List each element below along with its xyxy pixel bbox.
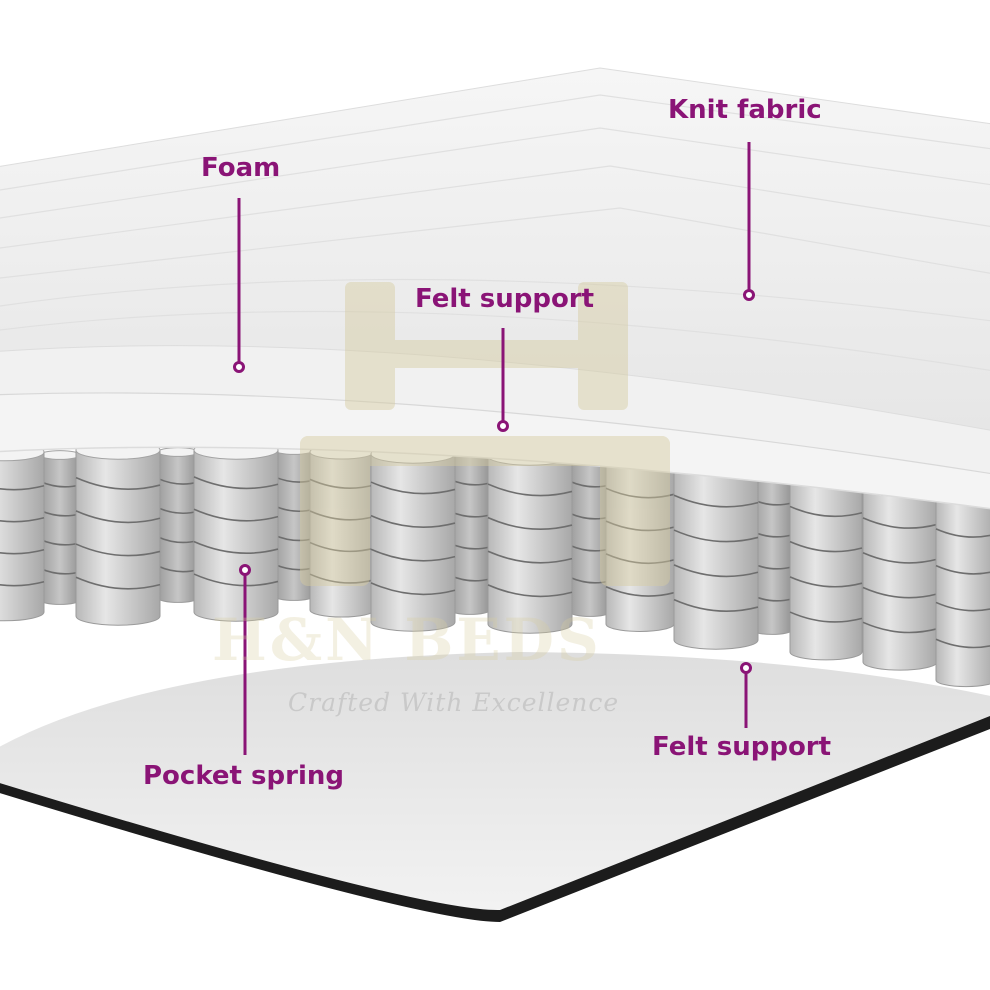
pocket-spring: [193, 440, 279, 622]
pocket-spring: [487, 446, 573, 634]
leader-lines: [233, 142, 755, 755]
watermark-brand: H&N BEDS: [212, 606, 602, 674]
pocket-spring: [0, 442, 45, 622]
label-foam: Foam: [201, 153, 281, 183]
base-board: [0, 652, 990, 911]
label-felt-support-top: Felt support: [415, 284, 595, 314]
pocket-spring: [157, 447, 199, 603]
pocket-spring: [673, 456, 759, 650]
pocket-spring: [39, 450, 81, 605]
quilting-lines: [0, 94, 990, 372]
watermark-tagline: Crafted With Excellence: [288, 688, 620, 717]
hn-logo-icon: [300, 282, 670, 586]
pocket-spring: [75, 440, 161, 626]
label-pocket-spring: Pocket spring: [143, 761, 344, 791]
label-knit-fabric: Knit fabric: [668, 95, 822, 125]
pocket-spring: [789, 467, 863, 661]
label-felt-support-bottom: Felt support: [652, 732, 832, 762]
knit-fabric-layer: [0, 67, 990, 431]
pocket-spring: [935, 488, 990, 688]
pocket-spring: [862, 479, 938, 671]
pocket-spring: [449, 445, 491, 615]
pocket-spring: [370, 444, 456, 632]
